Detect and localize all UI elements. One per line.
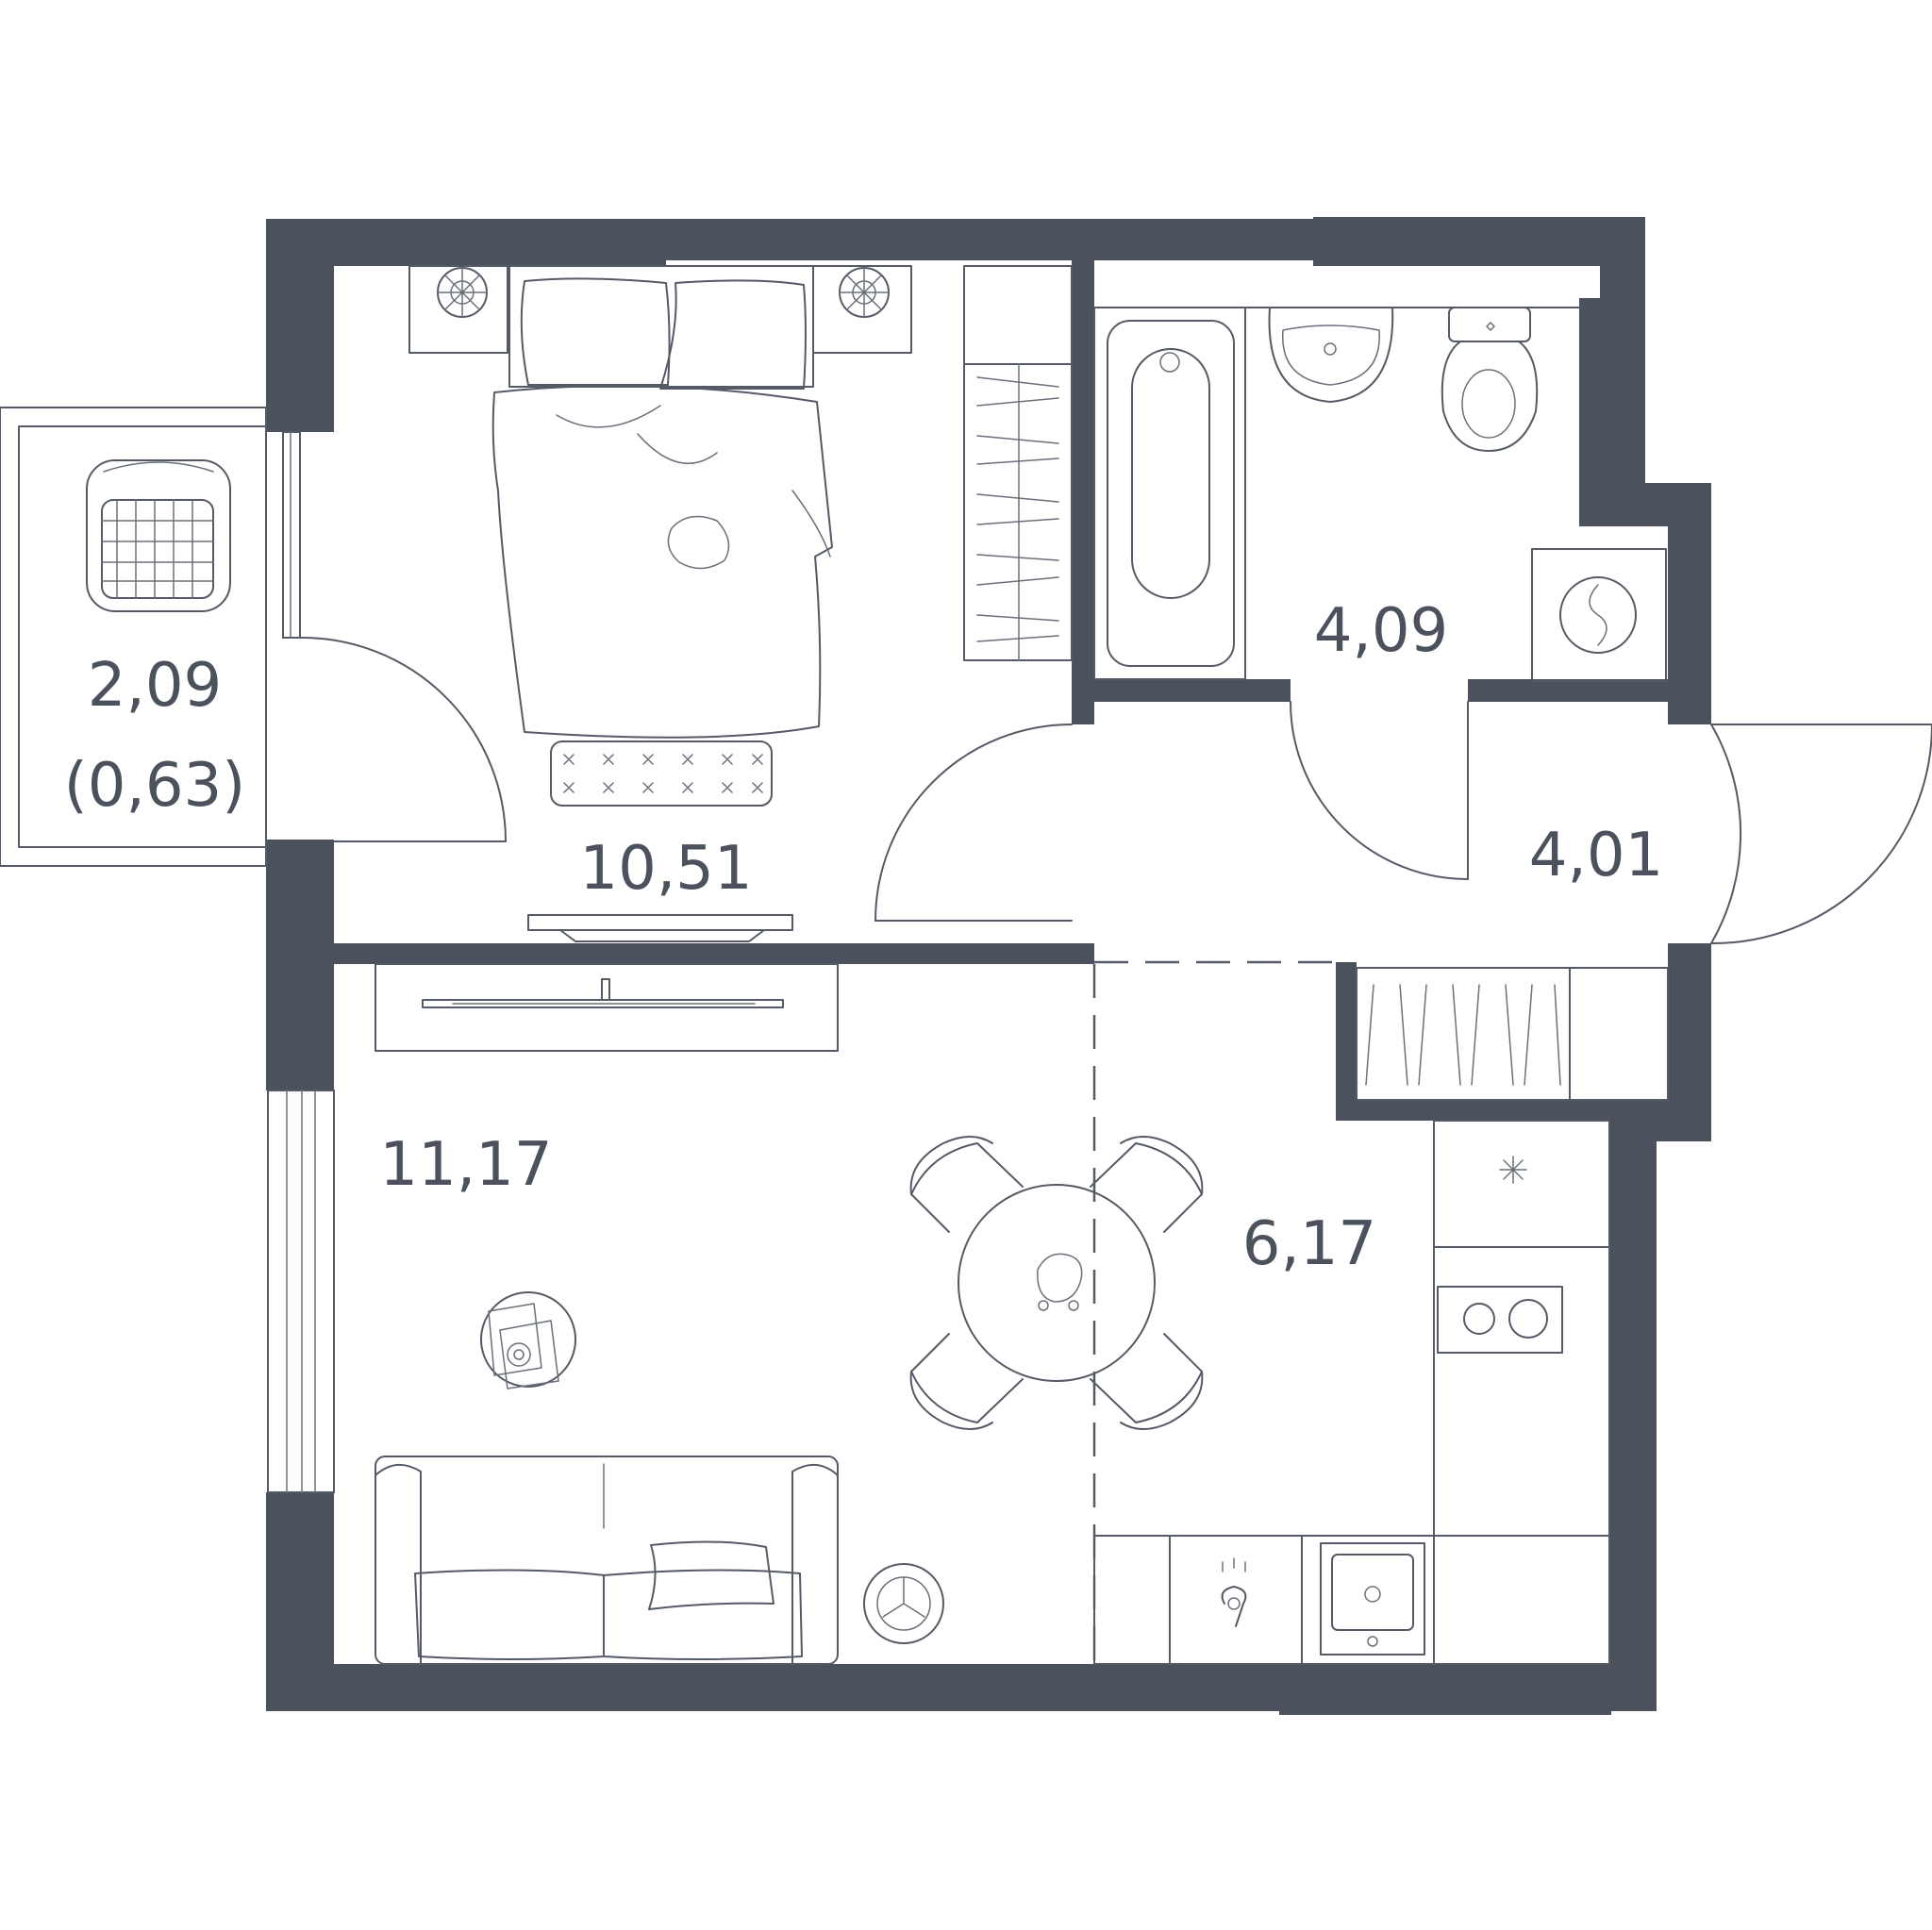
tv-icon [527, 914, 793, 942]
area-labels: 2,09 (0,63) 10,51 4,09 4,01 11,17 6,17 [64, 596, 1663, 1279]
chair-icon [909, 1136, 1024, 1233]
armchair-icon [86, 459, 231, 612]
dining-table-icon [958, 1184, 1156, 1382]
living-room [375, 963, 944, 1665]
bedroom [299, 265, 1073, 942]
balcony-area: 2,09 [88, 651, 223, 721]
kitchen-area: 6,17 [1242, 1209, 1377, 1279]
bench-icon [550, 740, 773, 807]
washbasin-icon [1268, 307, 1394, 403]
washing-machine-icon [1531, 548, 1667, 682]
toilet-icon [1441, 307, 1539, 452]
nightstand-lamp-icon [408, 265, 508, 354]
hallway [874, 724, 1932, 1101]
cooktop-icon [1437, 1286, 1563, 1354]
bathtub-icon [1093, 307, 1246, 680]
fridge-icon [1499, 1156, 1527, 1184]
balcony [0, 407, 267, 867]
windows [267, 431, 335, 1493]
bathroom [1093, 307, 1667, 880]
bedroom-area: 10,51 [579, 834, 752, 904]
coffee-table-icon [480, 1291, 576, 1389]
hallway-area: 4,01 [1529, 821, 1664, 890]
sofa-icon [375, 1456, 839, 1665]
wardrobe-icon [963, 265, 1073, 661]
bed-icon [491, 265, 833, 739]
chair-icon [1090, 1333, 1204, 1430]
faucet-icon [1221, 1557, 1247, 1627]
kitchen [909, 964, 1610, 1665]
sink-icon [1320, 1542, 1425, 1655]
bathroom-area: 4,09 [1314, 596, 1449, 666]
chair-icon [1090, 1136, 1204, 1233]
living-room-area: 11,17 [379, 1130, 552, 1200]
walls [266, 217, 1711, 1715]
floor-lamp-icon [863, 1563, 944, 1644]
wardrobe-icon [1356, 967, 1669, 1101]
balcony-reduced-area: (0,63) [64, 751, 245, 821]
tv-icon [375, 963, 839, 1052]
nightstand-lamp-icon [812, 265, 912, 354]
chair-icon [909, 1333, 1024, 1430]
